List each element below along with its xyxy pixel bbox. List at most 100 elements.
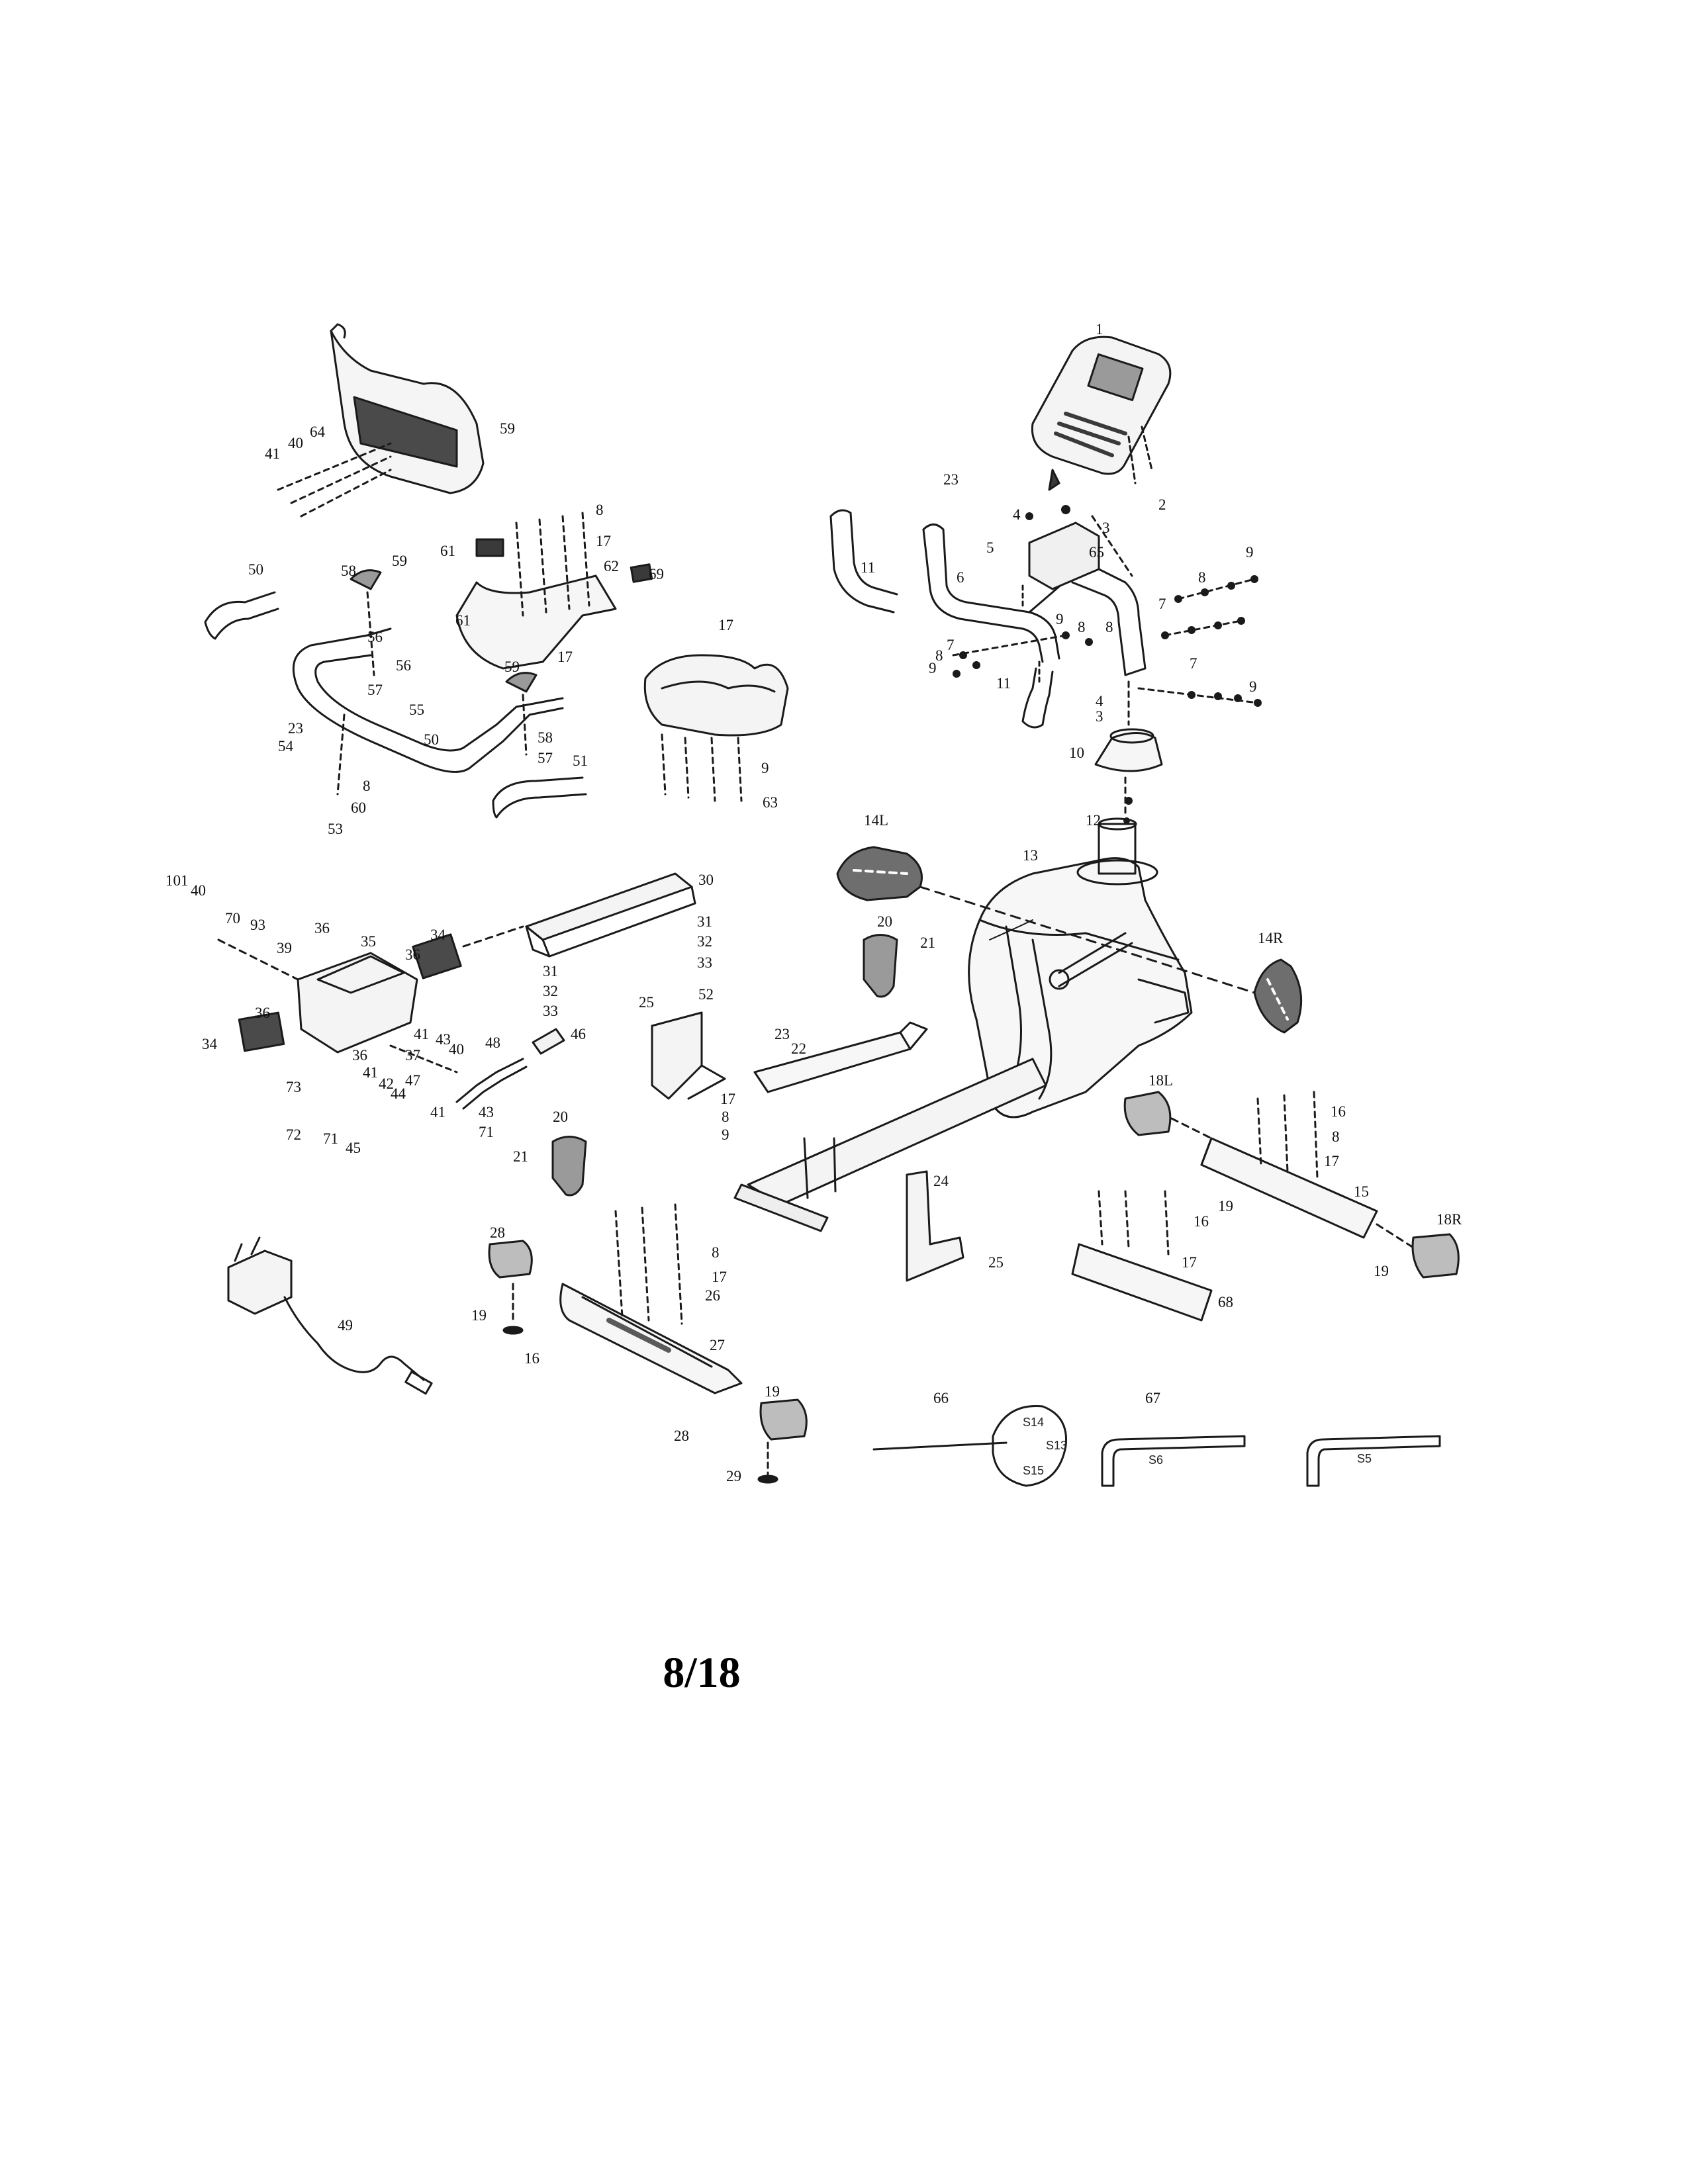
svg-text:18L: 18L — [1149, 1072, 1173, 1089]
part-label: 47 — [405, 1072, 420, 1089]
svg-text:28: 28 — [490, 1224, 505, 1241]
part-label: 17 — [712, 1269, 727, 1285]
part-label: 25 — [988, 1254, 1004, 1271]
svg-text:52: 52 — [698, 986, 714, 1003]
part-label: 65 — [1089, 544, 1104, 561]
svg-text:45: 45 — [346, 1140, 361, 1156]
rear-stabilizer — [1200, 1137, 1378, 1239]
svg-text:19: 19 — [471, 1307, 487, 1324]
svg-text:31: 31 — [697, 913, 712, 930]
part-label: 7 — [947, 637, 955, 653]
svg-text:4: 4 — [1096, 693, 1103, 709]
svg-text:8: 8 — [1105, 619, 1113, 635]
part-label: 17 — [1182, 1254, 1197, 1271]
part-label: 7 — [1158, 596, 1166, 612]
svg-text:71: 71 — [479, 1124, 494, 1140]
foam-grip-right — [492, 776, 587, 819]
svg-text:8: 8 — [1198, 569, 1206, 586]
svg-text:S15: S15 — [1023, 1464, 1044, 1477]
svg-text:14R: 14R — [1258, 930, 1284, 946]
part-label: 43 — [479, 1104, 494, 1120]
part-label: 46 — [571, 1026, 586, 1042]
part-label: 3 — [1102, 520, 1110, 536]
svg-text:43: 43 — [479, 1104, 494, 1120]
part-label: 20 — [877, 913, 892, 930]
part-label: 3 — [1096, 708, 1103, 725]
part-label: 73 — [286, 1079, 301, 1095]
svg-text:17: 17 — [1324, 1153, 1339, 1169]
part-label: 9 — [929, 660, 937, 676]
svg-text:50: 50 — [248, 561, 263, 578]
end-cap-18R — [1411, 1233, 1460, 1279]
svg-text:8: 8 — [363, 778, 371, 794]
part-label: 49 — [338, 1317, 353, 1334]
svg-text:39: 39 — [277, 940, 292, 956]
part-label: 62 — [604, 558, 619, 574]
tool-size-s14: S14 — [1023, 1416, 1044, 1429]
tool-size-s5: S5 — [1357, 1452, 1372, 1465]
page-number: 8/18 — [663, 1649, 741, 1697]
svg-text:25: 25 — [988, 1254, 1004, 1271]
hex-key-66 — [1101, 1435, 1246, 1487]
part-label: 8 — [596, 502, 604, 518]
svg-text:21: 21 — [920, 934, 935, 951]
part-label: 24 — [933, 1173, 949, 1189]
part-label: 59 — [392, 553, 407, 569]
part-label: 36 — [352, 1047, 367, 1064]
part-label: 60 — [351, 799, 366, 816]
front-stabilizer — [559, 1283, 743, 1394]
svg-text:25: 25 — [639, 994, 654, 1011]
part-label: 21 — [920, 934, 935, 951]
part-label: 14R — [1258, 930, 1284, 946]
part-label: 54 — [278, 738, 294, 754]
svg-text:35: 35 — [361, 933, 376, 950]
svg-text:4: 4 — [1013, 506, 1021, 523]
part-label: 68 — [1218, 1294, 1233, 1310]
svg-text:65: 65 — [1089, 544, 1104, 561]
svg-text:57: 57 — [367, 682, 383, 698]
part-label: 40 — [449, 1041, 464, 1058]
svg-text:41: 41 — [363, 1064, 378, 1081]
svg-text:13: 13 — [1023, 847, 1038, 864]
svg-text:73: 73 — [286, 1079, 301, 1095]
part-label: 7 — [1190, 655, 1197, 672]
end-cap-45 — [488, 1240, 533, 1279]
part-label: 19 — [765, 1383, 780, 1400]
part-label: 22 — [791, 1040, 806, 1057]
part-label: 26 — [705, 1287, 720, 1304]
part-label: 43 — [436, 1031, 451, 1048]
part-label: 23 — [943, 471, 959, 488]
svg-text:32: 32 — [543, 983, 558, 999]
svg-text:41: 41 — [430, 1104, 445, 1120]
part-label: 4 — [1096, 693, 1103, 709]
svg-text:48: 48 — [485, 1034, 500, 1051]
part-label: 23 — [774, 1026, 790, 1042]
svg-text:9: 9 — [761, 760, 769, 776]
part-label: 45 — [346, 1140, 361, 1156]
stabilizer-cover-68 — [1071, 1243, 1213, 1322]
part-label: 8 — [1332, 1128, 1340, 1145]
part-label: 55 — [409, 702, 424, 718]
part-label: 5 — [986, 539, 994, 556]
svg-text:70: 70 — [225, 910, 240, 927]
svg-text:S14: S14 — [1023, 1416, 1044, 1429]
part-label: 34 — [430, 927, 446, 943]
svg-text:8: 8 — [1078, 619, 1086, 635]
svg-text:63: 63 — [763, 794, 778, 811]
pedal-left — [836, 846, 923, 901]
part-label: 56 — [367, 629, 383, 645]
part-label: 42 — [379, 1075, 394, 1092]
svg-text:17: 17 — [718, 617, 733, 633]
svg-text:59: 59 — [504, 659, 520, 675]
svg-text:8: 8 — [596, 502, 604, 518]
svg-text:7: 7 — [1190, 655, 1197, 672]
svg-text:66: 66 — [933, 1390, 949, 1406]
svg-text:50: 50 — [424, 731, 439, 748]
part-label: 70 — [225, 910, 240, 927]
part-label: 1 — [1096, 321, 1103, 338]
svg-text:51: 51 — [573, 752, 588, 769]
part-label: 30 — [698, 872, 714, 888]
tool-size-labels: S14 S13 S15 S6 S5 — [1023, 1416, 1372, 1477]
svg-text:7: 7 — [947, 637, 955, 653]
